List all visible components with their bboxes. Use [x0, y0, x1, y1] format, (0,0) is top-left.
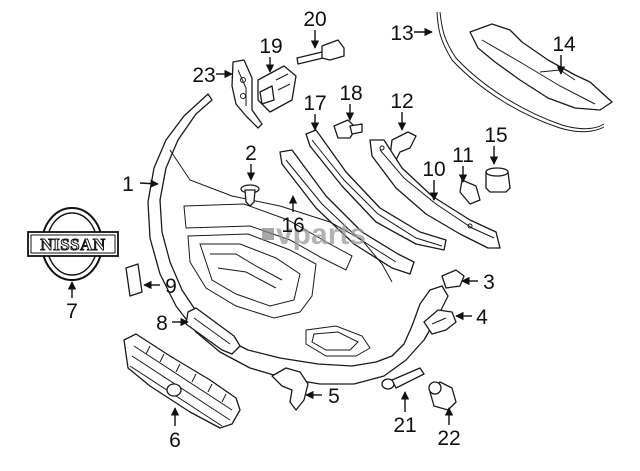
callout-16: 16 — [281, 214, 304, 237]
callout-10: 10 — [422, 158, 445, 181]
callout-13: 13 — [390, 22, 413, 45]
callout-4: 4 — [476, 306, 488, 329]
clip-bolt-part — [333, 119, 363, 139]
plate-part — [125, 263, 143, 297]
bumper-fascia-part — [147, 93, 449, 385]
grille-part — [123, 333, 241, 429]
callout-20: 20 — [303, 8, 326, 31]
watermark-text: vparts — [276, 218, 366, 251]
callout-22: 22 — [437, 427, 460, 450]
emblem-part: NISSAN — [27, 207, 119, 281]
sensor-part — [428, 381, 457, 411]
side-bracket-part — [231, 59, 263, 129]
callout-23: 23 — [192, 64, 215, 87]
callout-6: 6 — [169, 429, 181, 452]
callout-7: 7 — [66, 300, 78, 323]
small-clip-bracket-part — [459, 179, 481, 205]
air-guide-part — [469, 23, 613, 111]
bolt-part — [296, 39, 345, 65]
callout-21: 21 — [393, 414, 416, 437]
tow-hook-part — [381, 367, 425, 390]
callout-5: 5 — [328, 385, 340, 408]
emblem-logo-text: NISSAN — [40, 235, 106, 254]
grommet-part — [485, 167, 511, 193]
clip-part-3 — [441, 269, 465, 289]
callout-2: 2 — [245, 142, 257, 165]
callout-11: 11 — [452, 144, 474, 167]
watermark: vparts — [262, 218, 366, 251]
callout-12: 12 — [390, 90, 413, 113]
absorber-bracket-part — [369, 139, 501, 249]
callout-14: 14 — [552, 33, 576, 56]
callout-18: 18 — [339, 82, 362, 105]
callout-9: 9 — [165, 275, 177, 298]
callout-17: 17 — [303, 92, 326, 115]
callout-labels: 1 2 3 4 5 6 7 8 9 10 11 12 13 14 15 16 1… — [66, 8, 576, 452]
leader-lines — [67, 27, 566, 426]
sensor-bracket-part — [257, 65, 297, 113]
callout-3: 3 — [483, 271, 495, 294]
push-clip-part — [240, 184, 260, 207]
seal-strip-part — [436, 11, 605, 133]
upper-reinforcement-part — [305, 129, 447, 251]
lower-reinforcement-part — [279, 149, 415, 275]
callout-19: 19 — [259, 35, 282, 58]
bracket-part-4 — [423, 309, 457, 335]
bracket-part-5 — [271, 367, 309, 411]
license-bracket-part — [185, 307, 241, 355]
callout-8: 8 — [156, 312, 168, 335]
callout-15: 15 — [484, 124, 507, 147]
callout-1: 1 — [122, 173, 134, 196]
